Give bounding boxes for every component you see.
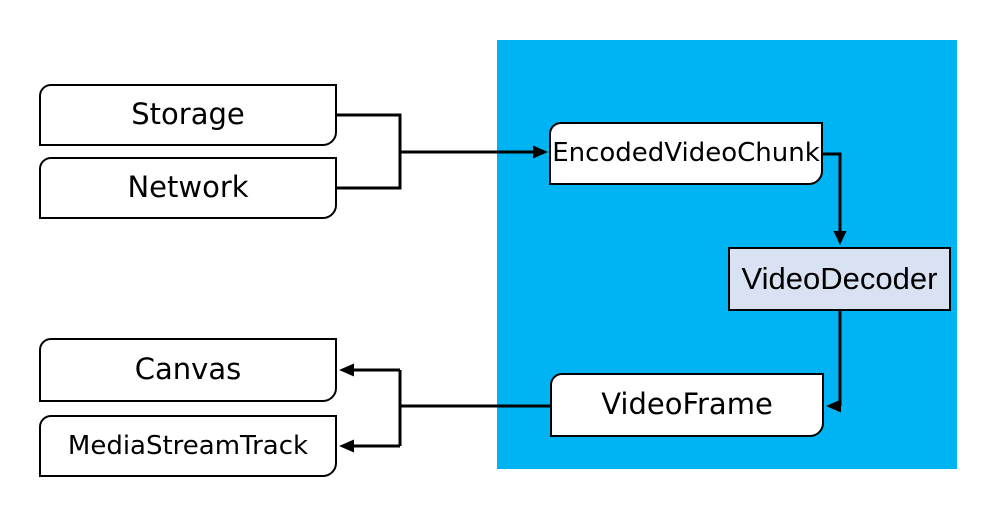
node-encoded-video-chunk-label: EncodedVideoChunk (552, 138, 820, 169)
arrowhead-video-frame (826, 399, 841, 413)
edge-frame-out-bracket (398, 370, 550, 446)
edge-decoder-to-frame (838, 311, 842, 408)
node-storage-label: Storage (131, 97, 245, 132)
node-network-label: Network (127, 170, 249, 205)
node-canvas-label: Canvas (134, 352, 242, 387)
node-storage: Storage (39, 84, 337, 146)
arrowhead-video-decoder (833, 231, 847, 245)
node-video-decoder-label: VideoDecoder (741, 260, 938, 296)
edge-chunk-to-decoder (823, 152, 842, 231)
node-video-frame: VideoFrame (550, 373, 824, 437)
node-video-frame-label: VideoFrame (601, 387, 773, 422)
node-video-decoder: VideoDecoder (728, 247, 951, 311)
node-encoded-video-chunk: EncodedVideoChunk (549, 122, 823, 185)
arrowhead-encoded-video-chunk (533, 145, 548, 159)
arrowhead-canvas (339, 363, 354, 377)
arrowhead-media-stream-track (339, 439, 354, 453)
edge-storage-network-bracket (337, 113, 402, 190)
node-canvas: Canvas (39, 338, 337, 402)
node-network: Network (39, 157, 337, 219)
node-media-stream-track: MediaStreamTrack (39, 415, 337, 477)
node-media-stream-track-label: MediaStreamTrack (67, 430, 309, 461)
